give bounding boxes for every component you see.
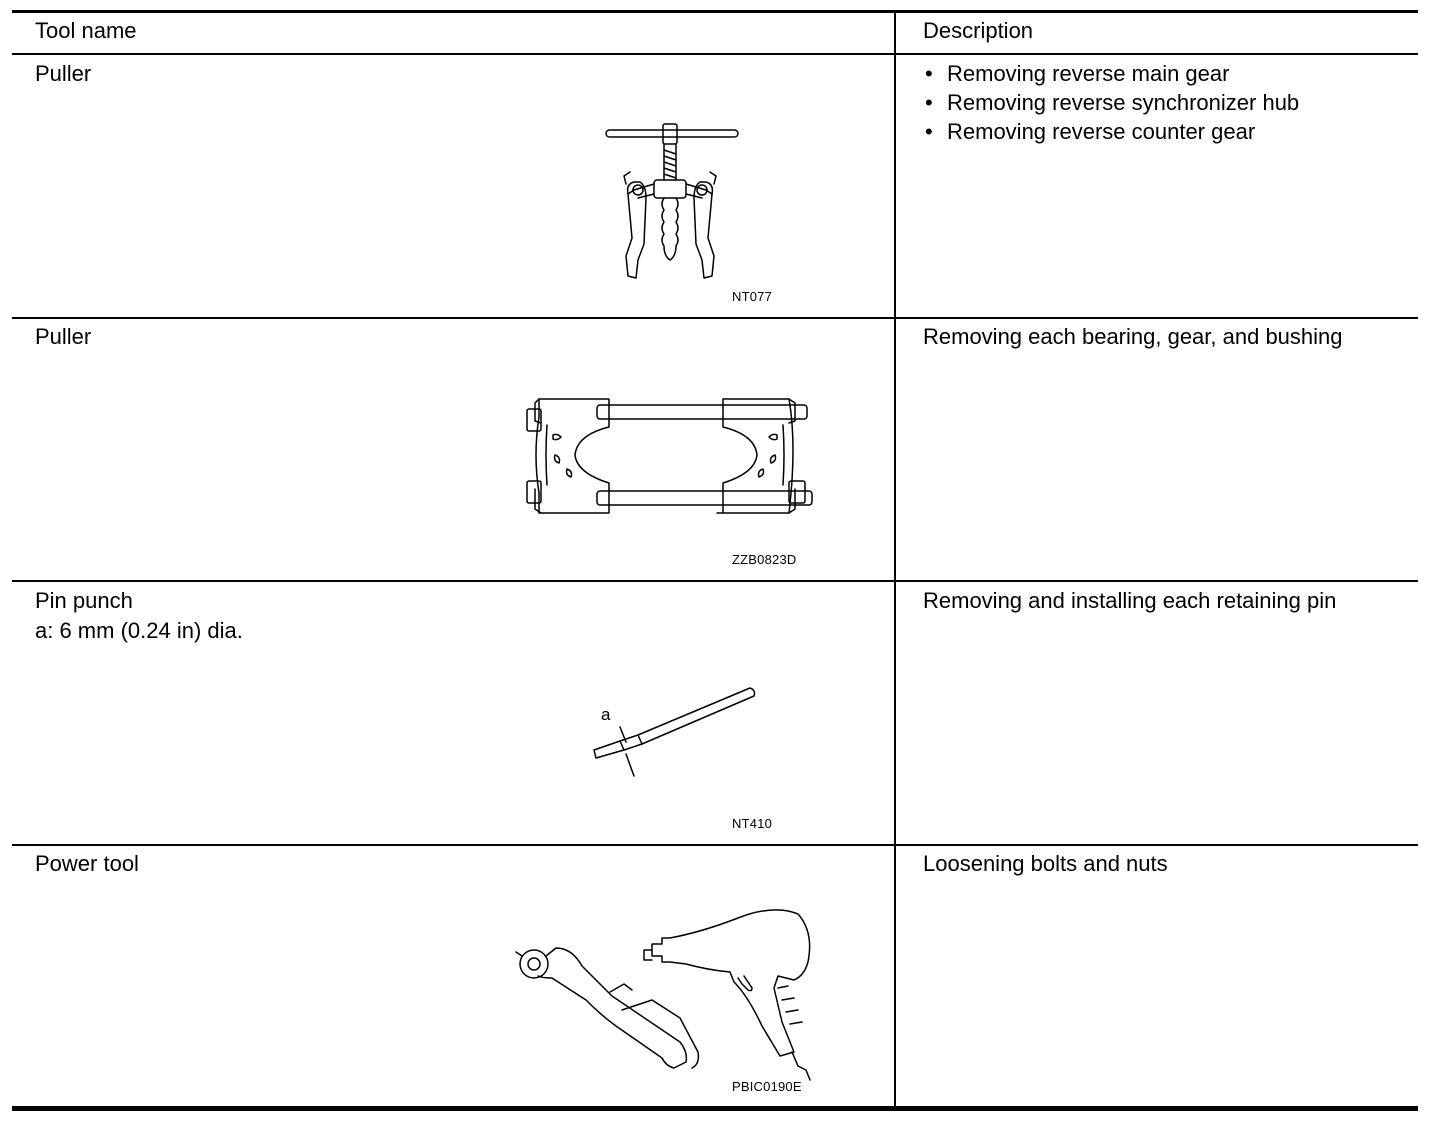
row-divider xyxy=(12,580,1418,582)
tool-description: Removing and installing each retaining p… xyxy=(923,588,1337,613)
bearing-splitter-icon xyxy=(527,395,817,520)
callout-label: a xyxy=(601,705,611,724)
tool-spec: a: 6 mm (0.24 in) dia. xyxy=(35,618,243,643)
header-rule xyxy=(12,53,1418,55)
two-jaw-gear-puller-icon xyxy=(602,120,742,280)
header-tool-name: Tool name xyxy=(35,18,137,43)
row-divider xyxy=(12,317,1418,319)
list-item: Removing reverse main gear xyxy=(923,59,1299,88)
list-item: Removing reverse synchronizer hub xyxy=(923,88,1299,117)
tool-name: Pin punch xyxy=(35,588,133,613)
illustration-code: NT410 xyxy=(732,816,773,831)
illustration-code: ZZB0823D xyxy=(732,552,797,567)
list-item: Removing reverse counter gear xyxy=(923,117,1299,146)
header-description: Description xyxy=(923,18,1034,43)
tool-name: Puller xyxy=(35,61,92,86)
tool-description: Loosening bolts and nuts xyxy=(923,851,1168,876)
tool-name: Power tool xyxy=(35,851,139,876)
illustration-code: PBIC0190E xyxy=(732,1079,802,1094)
power-tools-icon xyxy=(512,892,822,1082)
description-list: Removing reverse main gear Removing reve… xyxy=(923,59,1299,146)
tool-description: Removing each bearing, gear, and bushing xyxy=(923,324,1343,349)
table-bottom-rule xyxy=(12,1106,1418,1111)
tool-name: Puller xyxy=(35,324,92,349)
tool-table: Tool name Description Puller NT077 Remov… xyxy=(12,10,1418,1112)
illustration-code: NT077 xyxy=(732,289,773,304)
column-divider xyxy=(894,10,896,1107)
table-top-rule xyxy=(12,10,1418,13)
row-divider xyxy=(12,844,1418,846)
pin-punch-icon xyxy=(590,680,760,780)
